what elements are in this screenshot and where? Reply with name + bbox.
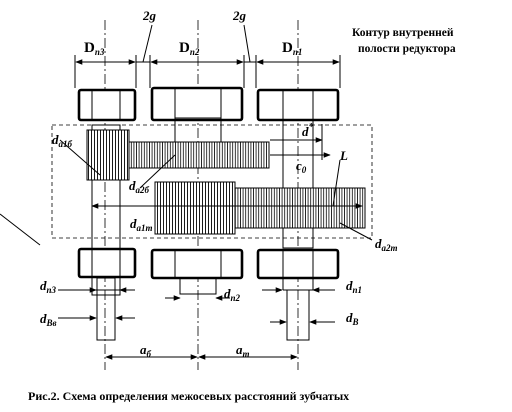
label-c0: c0 xyxy=(296,158,307,175)
label-2g-right: 2g xyxy=(232,8,247,23)
label-dp3: dп3 xyxy=(40,278,57,295)
gear-da2b xyxy=(128,141,270,169)
shaft-left-body xyxy=(91,124,121,296)
label-at: aт xyxy=(236,342,250,359)
leader-L xyxy=(332,159,341,207)
label-dBv: dВв xyxy=(40,311,57,328)
contour-note-line2: полости редуктора xyxy=(358,43,456,55)
label-da1t: da1т xyxy=(130,216,153,233)
bearing-middle-top xyxy=(150,86,244,122)
bearing-left-top xyxy=(77,88,137,122)
label-da2t: da2т xyxy=(375,236,398,253)
bearing-right-bottom xyxy=(256,248,340,280)
label-Dp2: Dп2 xyxy=(179,40,200,57)
leader-da2b xyxy=(139,154,176,189)
label-dp2: dп2 xyxy=(224,286,241,303)
gear-da1t xyxy=(154,181,236,235)
bearing-left-bottom xyxy=(77,247,137,279)
contour-note-line1: Контур внутренней xyxy=(352,27,454,39)
label-da1b: da1б xyxy=(52,132,73,149)
leader-left-edge xyxy=(0,213,41,246)
leader-da1b xyxy=(59,139,101,176)
figure-caption: Рис.2. Схема определения межосевых расст… xyxy=(28,389,349,403)
shaft-middle-end xyxy=(179,277,217,295)
label-dB: dВ xyxy=(346,310,359,327)
leader-2g-left xyxy=(142,24,153,63)
label-dp1: dп1 xyxy=(346,278,362,295)
bearing-middle-bottom xyxy=(150,248,244,280)
label-dstar: d* xyxy=(302,122,315,139)
leader-da2t xyxy=(339,222,373,241)
label-L: L xyxy=(339,148,348,163)
label-Dp1: Dп1 xyxy=(282,40,302,57)
shaft-right-hub xyxy=(282,119,314,249)
gear-da1b xyxy=(86,129,130,181)
label-da2b: da2б xyxy=(129,178,150,195)
shaft-left-end xyxy=(96,277,116,341)
label-ab: aб xyxy=(140,342,152,359)
label-Dp3: Dп3 xyxy=(84,40,105,57)
bearing-right-top xyxy=(256,88,340,122)
gear-da2t xyxy=(234,187,366,229)
leader-2g-right xyxy=(243,24,251,63)
label-2g-left: 2g xyxy=(142,8,157,23)
